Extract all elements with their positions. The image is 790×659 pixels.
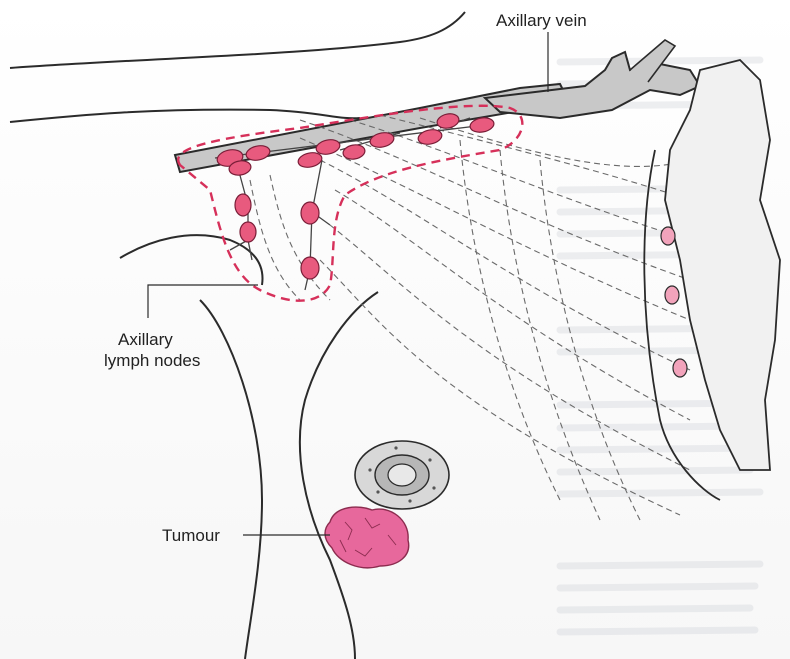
lymph-node — [235, 194, 251, 216]
mammary-node — [665, 286, 679, 304]
label-axillary-nodes-line2: lymph nodes — [104, 351, 200, 370]
sternum — [644, 60, 780, 500]
lymph-node — [240, 222, 256, 242]
lymph-node — [301, 202, 319, 224]
mammary-node — [661, 227, 675, 245]
nipple-areola — [355, 441, 449, 509]
lymph-node — [342, 143, 366, 161]
tumour — [325, 507, 409, 568]
mammary-node — [673, 359, 687, 377]
label-axillary-vein: Axillary vein — [496, 11, 587, 30]
label-axillary-nodes-line1: Axillary — [118, 330, 173, 349]
label-tumour: Tumour — [162, 526, 220, 545]
pectoral-fibres — [250, 115, 690, 520]
leader-axillary-nodes — [148, 285, 258, 318]
lymph-node — [301, 257, 319, 279]
